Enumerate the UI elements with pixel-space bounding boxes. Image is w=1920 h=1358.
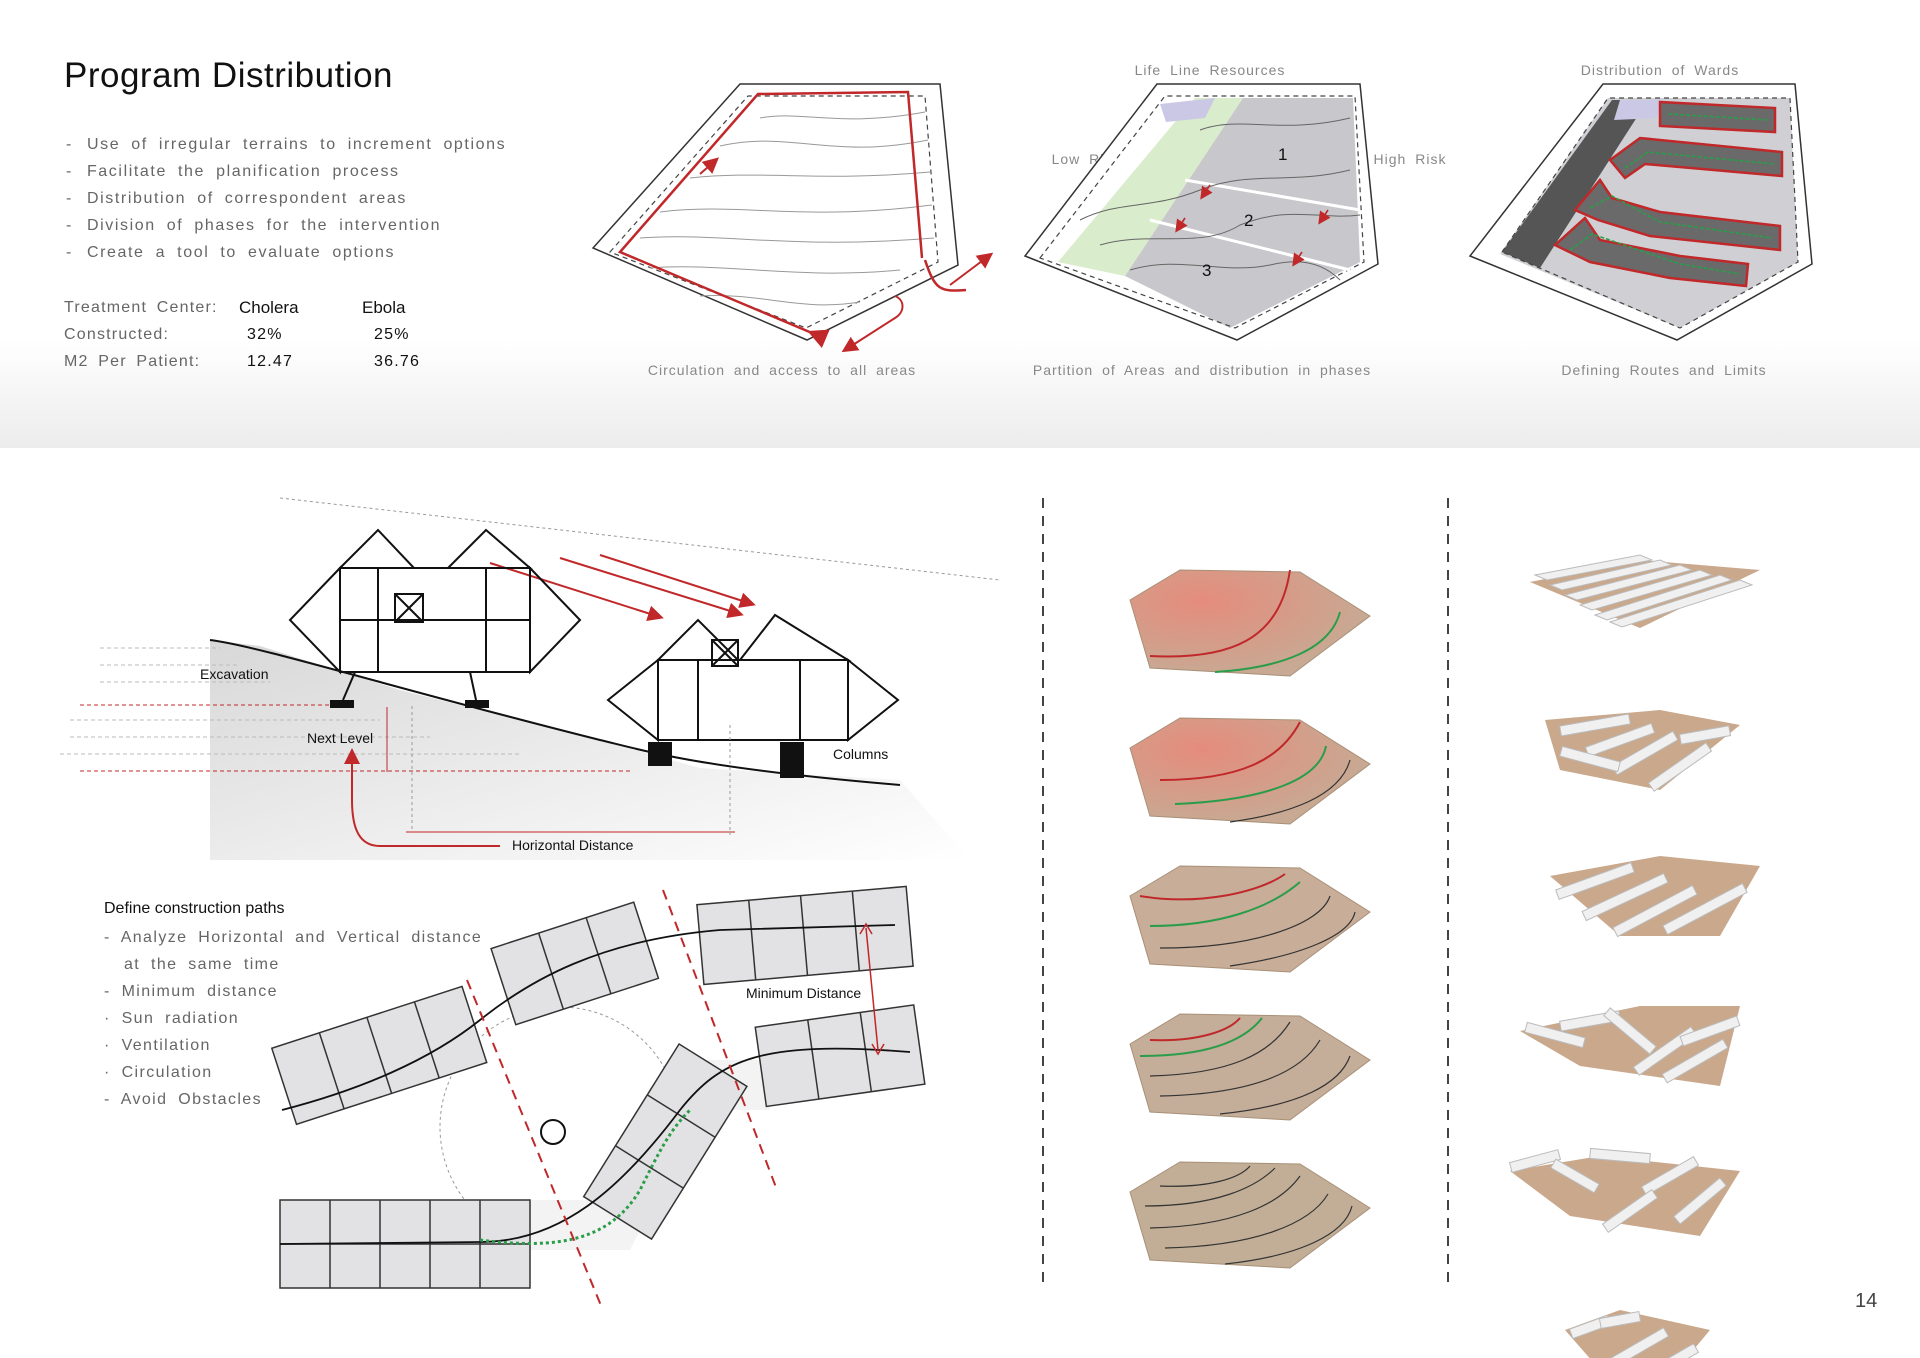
paths-title: Define construction paths	[104, 900, 285, 917]
ward-model	[1545, 710, 1740, 792]
terrain-model	[1129, 865, 1371, 973]
ward-model	[1520, 1006, 1741, 1086]
section-divider-band	[0, 340, 1920, 448]
stats-value: 25%	[374, 325, 410, 343]
objective-item: Create a tool to evaluate options	[66, 239, 506, 266]
objectives-list: Use of irregular terrains to increment o…	[66, 131, 506, 266]
ward-models-stack	[1508, 554, 1760, 1358]
stats-col-cholera: Cholera	[239, 297, 299, 317]
ward-model	[1550, 856, 1760, 938]
lower-module-frame	[606, 613, 900, 743]
wards-caption: Defining Routes and Limits	[1561, 362, 1767, 378]
stats-header-row: Treatment Center: Cholera Ebola	[64, 294, 434, 321]
paths-item: · Ventilation	[104, 1037, 211, 1054]
objective-item: Distribution of correspondent areas	[66, 185, 506, 212]
phase-3-label: 3	[1202, 261, 1211, 280]
construction-paths-notes: Define construction paths - Analyze Hori…	[104, 900, 482, 1113]
minimum-distance-label: Minimum Distance	[746, 985, 861, 1001]
ward-model	[1530, 554, 1760, 628]
paths-item: at the same time	[124, 956, 280, 973]
objective-item: Facilitate the planification process	[66, 158, 506, 185]
ward-model	[1508, 1147, 1740, 1236]
stats-col-ebola: Ebola	[362, 297, 406, 317]
wards-diagram	[1468, 83, 1813, 341]
stats-value: 32%	[247, 325, 283, 343]
excavation-label: Excavation	[200, 666, 268, 682]
stats-header-label: Treatment Center:	[64, 298, 218, 316]
partition-diagram: 1 2 3	[1023, 83, 1379, 341]
paths-list: - Analyze Horizontal and Vertical distan…	[104, 924, 482, 1113]
life-line-label: Life Line Resources	[1134, 62, 1286, 78]
wards-label: Distribution of Wards	[1580, 62, 1740, 78]
stats-row-label: M2 Per Patient:	[64, 352, 201, 370]
stats-row: Constructed: 32% 25%	[64, 321, 434, 348]
high-risk-label: High Risk	[1373, 151, 1447, 167]
terrain-model	[1129, 1161, 1371, 1269]
terrain-model	[1129, 1013, 1371, 1121]
paths-item: · Sun radiation	[104, 1010, 240, 1027]
columns-label: Columns	[833, 746, 888, 762]
construction-paths-plan: Minimum Distance	[270, 885, 926, 1309]
stats-row: M2 Per Patient: 12.47 36.76	[64, 348, 434, 375]
partition-caption: Partition of Areas and distribution in p…	[1032, 362, 1372, 378]
objective-item: Division of phases for the intervention	[66, 212, 506, 239]
phase-1-label: 1	[1278, 145, 1287, 164]
terrain-model	[1129, 717, 1371, 825]
circulation-caption: Circulation and access to all areas	[647, 362, 917, 378]
section-diagram: Excavation Next Level Columns Horizontal…	[60, 497, 1001, 860]
stats-value: 36.76	[374, 352, 421, 370]
objective-item: Use of irregular terrains to increment o…	[66, 131, 506, 158]
phase-2-label: 2	[1244, 211, 1253, 230]
paths-item: - Avoid Obstacles	[104, 1091, 263, 1108]
ward-model	[1565, 1310, 1710, 1358]
stats-row-label: Constructed:	[64, 325, 170, 343]
terrain-stack	[1129, 569, 1371, 1269]
circulation-diagram	[591, 83, 994, 353]
upper-module-frame	[288, 528, 582, 701]
paths-item: - Minimum distance	[104, 983, 278, 1000]
treatment-stats-table: Treatment Center: Cholera Ebola Construc…	[64, 294, 434, 375]
next-level-label: Next Level	[307, 730, 373, 746]
terrain-model	[1129, 569, 1371, 677]
paths-item: - Analyze Horizontal and Vertical distan…	[104, 929, 483, 946]
page-number: 14	[1855, 1290, 1878, 1312]
horizontal-distance-label: Horizontal Distance	[512, 837, 634, 853]
paths-item: · Circulation	[104, 1064, 213, 1081]
page-title: Program Distribution	[64, 56, 393, 95]
stats-value: 12.47	[247, 352, 294, 370]
